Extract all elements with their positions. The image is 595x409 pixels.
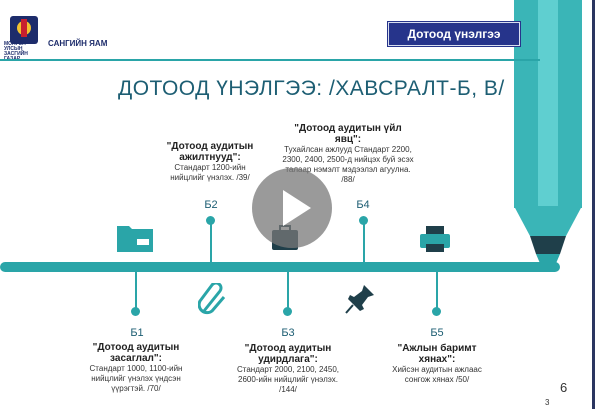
item-text-b3: Стандарт 2000, 2100, 2450, 2600-ийн нийц… xyxy=(237,365,339,394)
item-heading-b2: "Дотоод аудитын ажилтнууд": xyxy=(166,141,254,163)
timeline-connector-b3 xyxy=(287,270,289,312)
page-number: 6 xyxy=(560,380,568,395)
item-desc-b5: "Ажлын баримт хянах": Хийсэн аудитын ажл… xyxy=(384,343,490,385)
folder-icon xyxy=(117,226,153,252)
header: МОНГОЛ УЛСЫН ЗАСГИЙН ГАЗАР САНГИЙН ЯАМ Д… xyxy=(0,0,595,62)
item-heading-b4: "Дотоод аудитын үйл явц": xyxy=(294,123,402,145)
timeline-bar xyxy=(0,262,560,272)
item-desc-b4: "Дотоод аудитын үйл явц": Тухайлсан ажлу… xyxy=(282,123,414,185)
item-text-b5: Хийсэн аудитын ажлаас сонгож хянах /50/ xyxy=(392,365,482,384)
item-heading-b3: "Дотоод аудитын удирдлага": xyxy=(244,343,332,365)
header-divider xyxy=(0,59,540,61)
government-emblem-icon xyxy=(10,16,38,44)
page-title: ДОТООД ҮНЭЛГЭЭ: /ХАВСРАЛТ-Б, В/ xyxy=(118,77,505,100)
marker-pen-stripe xyxy=(538,0,558,208)
item-code-b2: Б2 xyxy=(204,199,218,211)
timeline-dot-b4 xyxy=(359,216,368,225)
item-desc-b3: "Дотоод аудитын удирдлага": Стандарт 200… xyxy=(234,343,342,395)
item-desc-b2: "Дотоод аудитын ажилтнууд": Стандарт 120… xyxy=(158,141,262,183)
timeline-connector-b5 xyxy=(436,270,438,312)
item-heading-b5: "Ажлын баримт хянах": xyxy=(397,343,477,365)
item-heading-b1: "Дотоод аудитын засаглал": xyxy=(92,342,180,364)
timeline-dot-b1 xyxy=(131,307,140,316)
ministry-name: САНГИЙН ЯАМ xyxy=(48,39,108,48)
item-text-b4: Тухайлсан ажлууд Стандарт 2200, 2300, 24… xyxy=(282,145,414,184)
item-code-b4: Б4 xyxy=(356,199,370,211)
timeline-dot-b5 xyxy=(432,307,441,316)
item-code-b1: Б1 xyxy=(130,327,144,339)
pushpin-icon xyxy=(345,285,374,314)
paperclip-icon xyxy=(198,283,226,315)
item-desc-b1: "Дотоод аудитын засаглал": Стандарт 1000… xyxy=(78,342,194,394)
timeline-dot-b2 xyxy=(206,216,215,225)
timeline-connector-b2 xyxy=(210,222,212,264)
item-text-b2: Стандарт 1200-ийн нийцлийг үнэлэх. /39/ xyxy=(170,163,250,182)
corner-mark: 3 xyxy=(545,398,550,407)
timeline-dot-b3 xyxy=(283,307,292,316)
item-text-b1: Стандарт 1000, 1100-ийн нийцлийг үнэлэх … xyxy=(89,364,183,393)
video-play-button[interactable] xyxy=(252,168,332,248)
timeline-connector-b4 xyxy=(363,222,365,264)
printer-icon xyxy=(420,226,450,252)
item-code-b5: Б5 xyxy=(430,327,444,339)
timeline-connector-b1 xyxy=(135,270,137,312)
item-code-b3: Б3 xyxy=(281,327,295,339)
section-badge: Дотоод үнэлгээ xyxy=(388,22,520,46)
